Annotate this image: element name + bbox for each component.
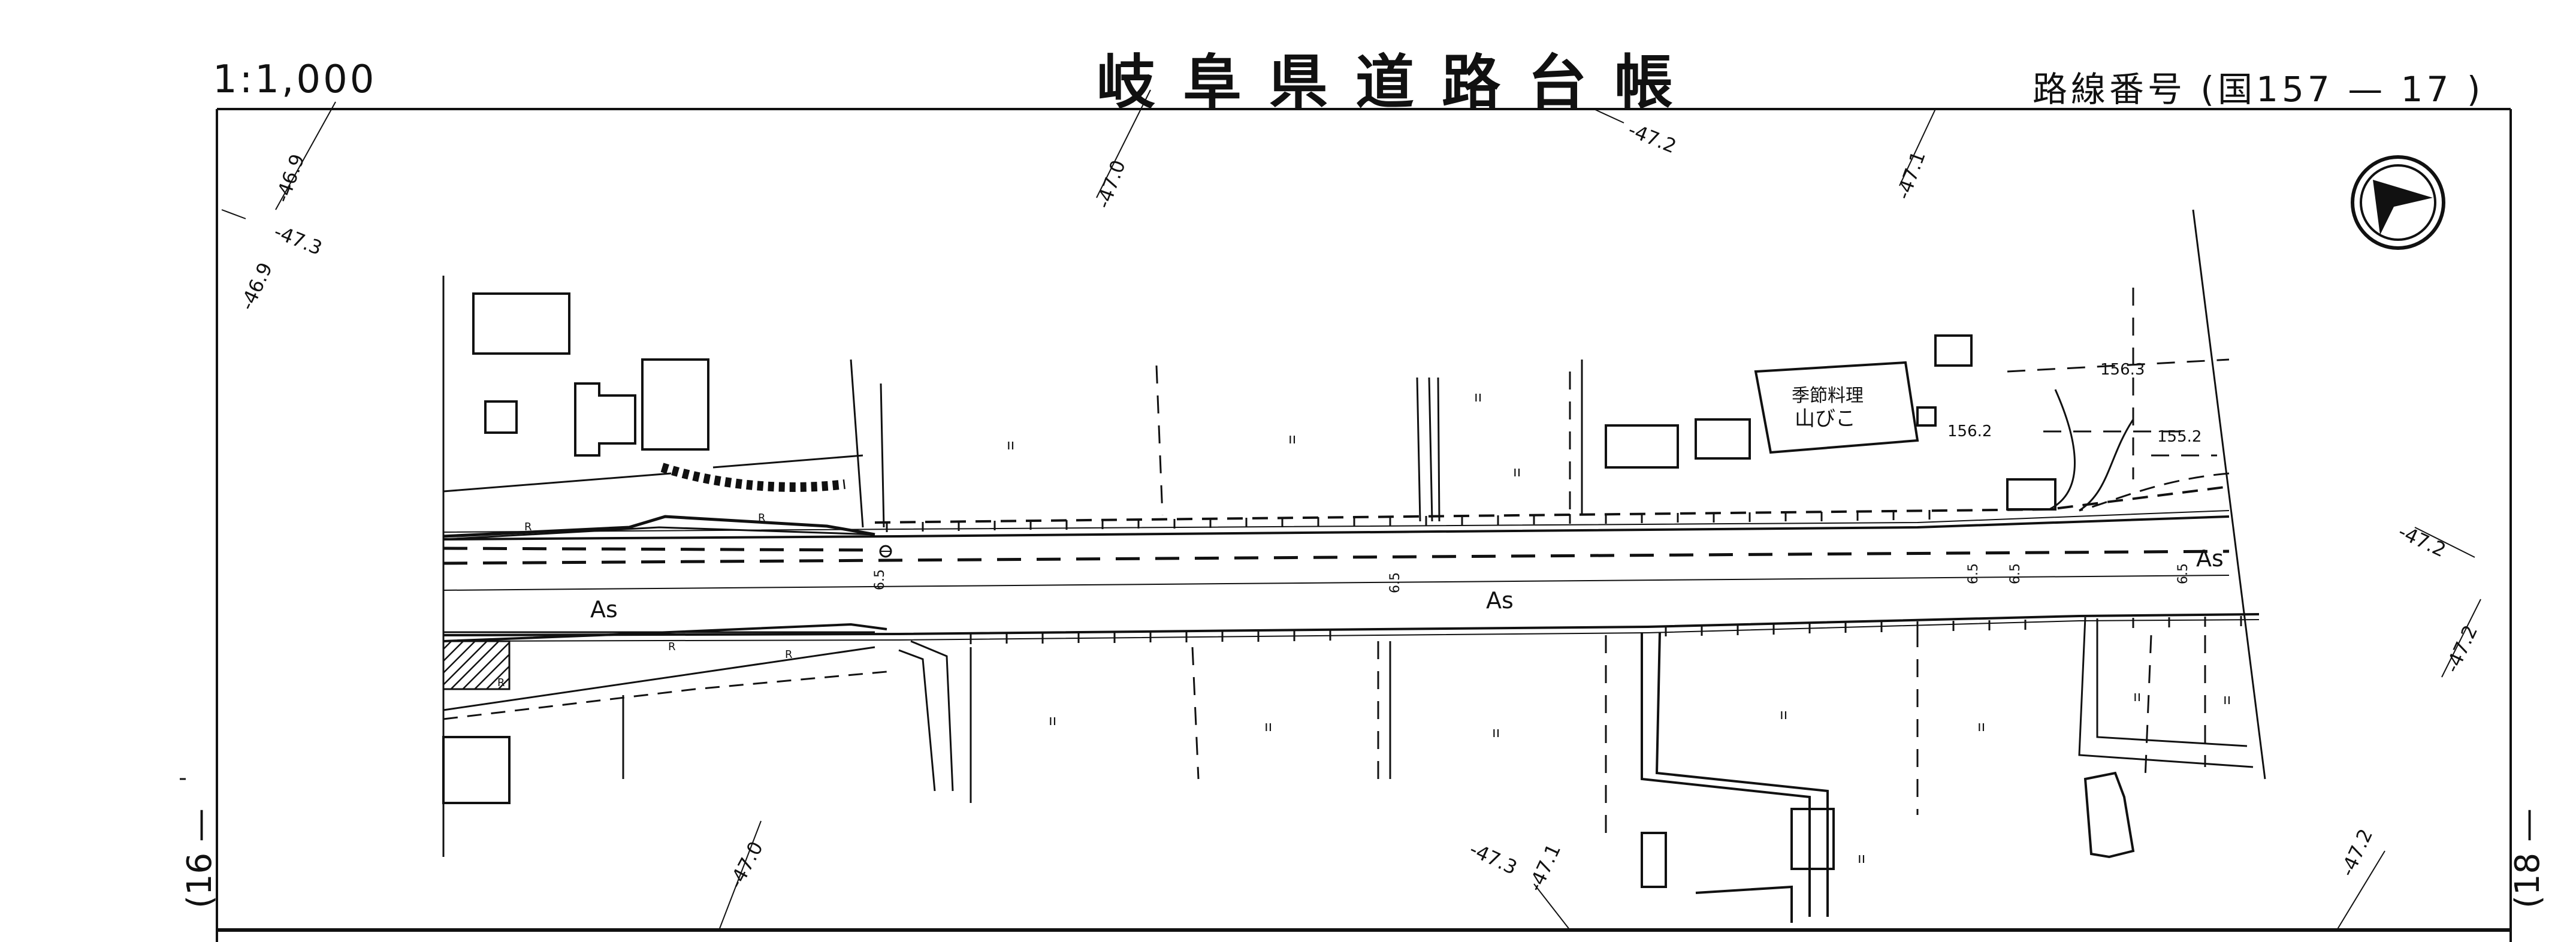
width-labels: 6.5 6.5 6.5 6.5 6.5 [872,563,2191,593]
width-label: 6.5 [1966,563,1981,584]
lot-number: 156.3 [2100,361,2145,379]
retaining-mark: R [668,641,676,653]
field-mark: ıı [1492,724,1500,741]
contour-label: -47.3 [1466,838,1521,879]
contour-labels: -46.9 -47.3 -46.9 -47.0 -47.2 -47.1 -47.… [235,118,2482,895]
retaining-mark: R [497,677,505,689]
contour-label: -47.1 [1524,840,1565,895]
north-arrow-icon [2351,155,2445,250]
field-mark: ıı [1264,718,1272,735]
curb-ticks-south [970,616,2242,644]
contour-label: -47.3 [271,220,325,259]
field-marks: ıı ıı ıı ıı ıı ıı ıı ıı ıı ıı ıı ıı [1007,388,2231,866]
field-mark: ıı [1780,706,1787,723]
retaining-mark: R [524,521,532,533]
retaining-marks: R R R R R [497,512,793,689]
field-mark: ıı [2223,691,2231,708]
width-label: 6.5 [2008,563,2023,584]
contour-label: -46.9 [271,151,309,206]
side-street-north [1416,377,1440,522]
lot-number: 156.2 [1947,422,1992,440]
restaurant-name-2: 山びこ [1795,407,1856,431]
contour-label: -47.0 [724,838,768,892]
retaining-mark: R [758,512,766,524]
restaurant-label: 季節料理 山びこ [1792,385,1864,431]
road [443,485,2260,720]
contour-label: -47.1 [1892,148,1930,203]
contours [221,89,2481,931]
surface-label: As [2196,545,2224,572]
field-mark: ıı [1977,718,1985,735]
buildings [442,292,2135,923]
page-title: 岐阜県道路台帳 [1097,49,1701,117]
field-mark: ıı [1858,850,1865,866]
lot-number: 155.2 [2157,428,2201,446]
contour-label: -47.2 [2395,520,2450,561]
manhole-icon [879,545,892,558]
surface-label: As [590,596,618,623]
field-mark: ıı [1474,388,1482,405]
field-mark: ıı [1288,430,1296,447]
contour-label: -47.0 [1092,157,1130,212]
contour-label: -46.9 [235,259,277,313]
contour-label: -47.2 [1625,118,1680,158]
field-mark: ıı [1049,712,1056,729]
lot-numbers: 156.3 156.2 155.2 [1947,361,2201,446]
sheet-frame [180,108,2512,942]
surface-labels: As As As [590,545,2224,623]
width-label: 6.5 [2176,563,2191,584]
width-label: 6.5 [872,569,887,590]
contour-label: -47.2 [2441,621,2482,676]
route-number: 路線番号 (国157 — 17 ) [2033,69,2484,110]
contour-label: -47.2 [2336,825,2377,880]
map-scale: 1:1,000 [213,58,377,102]
side-street-east [2049,209,2266,780]
field-mark: ıı [2133,688,2141,705]
side-street-west [850,359,954,792]
width-label: 6.5 [1388,572,1403,593]
retaining-mark: R [785,648,793,661]
side-street-center [1641,632,1829,917]
boundaries [442,276,2254,857]
field-mark: ıı [1007,436,1014,453]
surface-label: As [1486,587,1514,614]
retaining-walls [442,463,887,690]
parcel-lines [1155,288,2230,839]
restaurant-name-1: 季節料理 [1792,385,1864,406]
curb-ticks-north [886,510,1931,532]
field-mark: ıı [1513,463,1521,480]
